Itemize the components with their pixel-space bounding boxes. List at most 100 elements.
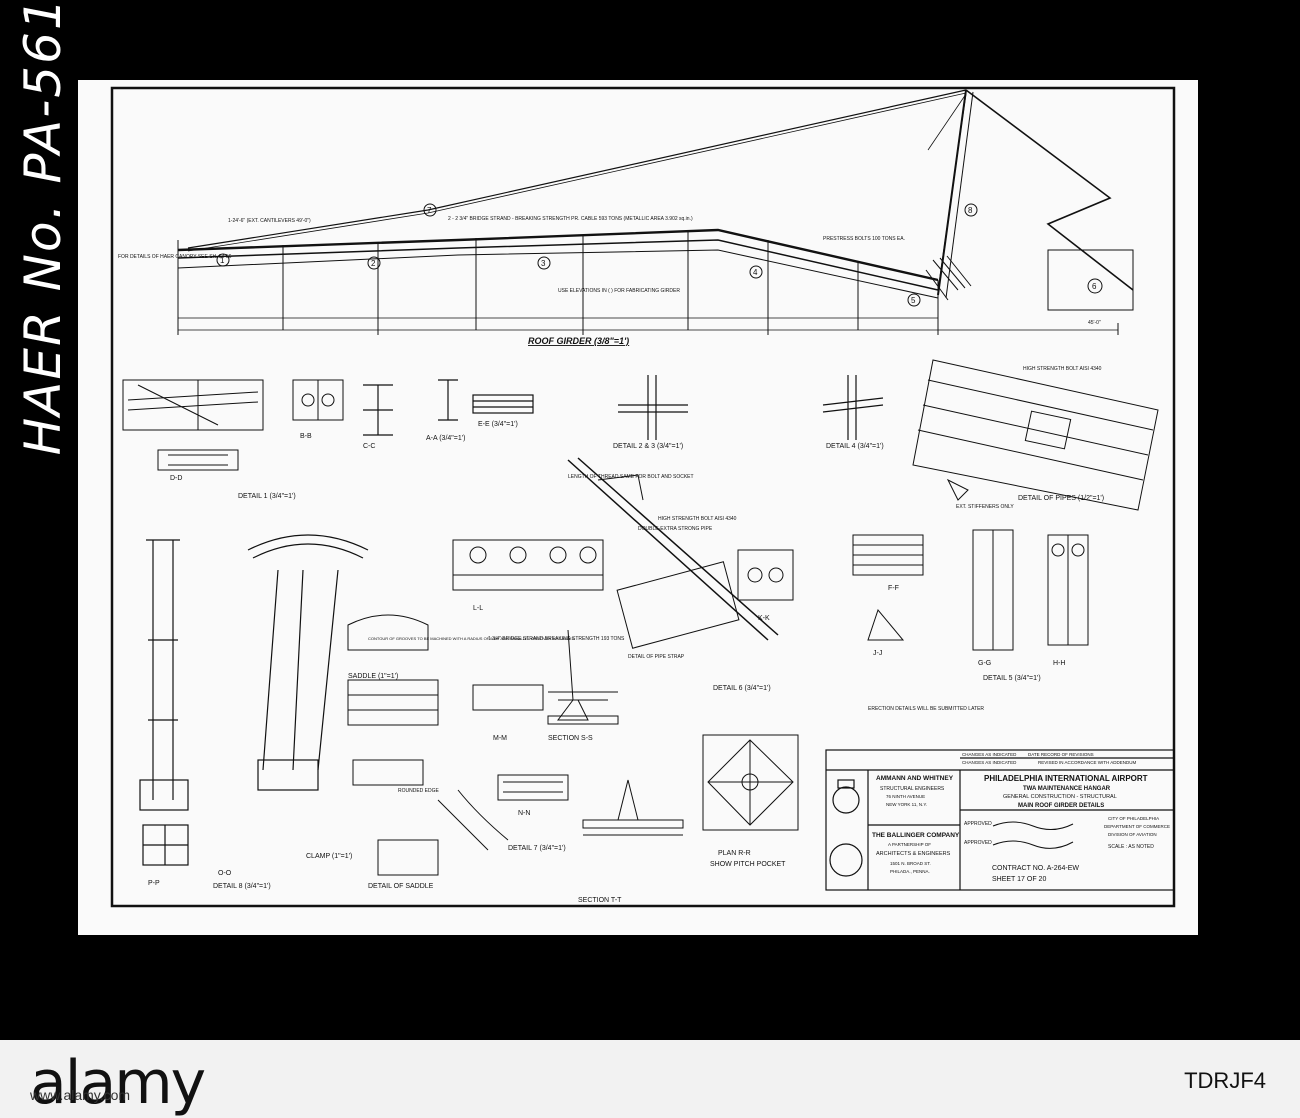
drawing-sheet: 1 2 3 4 5 6 7 8 2 - 2 3/4" BRIDGE STRAND… [78,80,1198,935]
row3-labels: LENGTH OF THREAD SAME FOR BOLT AND SOCKE… [148,474,1065,904]
label-detail-4: DETAIL 4 (3/4"=1') [826,443,884,450]
signature-1 [992,821,1074,830]
watermark-logo: alamy [30,1048,206,1118]
discipline: GENERAL CONSTRUCTION - STRUCTURAL [1003,794,1117,800]
label-bb: B-B [300,433,312,440]
engineer-role: STRUCTURAL ENGINEERS [880,786,945,792]
cantilever-note: 1-24'-6" (EXT. CANTILEVERS 49'-0") [228,218,311,224]
label-pitch-pocket: SHOW PITCH POCKET [710,861,786,868]
detail-7-saddle-drawing [247,534,369,791]
girder-node-labels: 1 2 3 4 5 6 7 8 [220,206,1097,305]
section-ss-mm-drawing [472,629,619,725]
scale-note: SCALE : AS NOTED [1108,844,1154,850]
label-strand-note: 1 3/4" BRIDGE STRAND BREAKING STRENGTH 1… [488,636,625,642]
label-plan-rr: PLAN R-R [718,850,751,857]
engineer-name: AMMANN AND WHITNEY [876,775,954,782]
division-name: DIVISION OF AVIATION [1108,832,1157,837]
label-detail-6: DETAIL 6 (3/4"=1') [713,685,771,692]
label-tt: SECTION T-T [578,897,622,904]
label-jj: J-J [873,650,882,657]
department-name: DEPARTMENT OF COMMERCE [1104,824,1170,829]
sheet-title: MAIN ROOF GIRDER DETAILS [1018,803,1104,809]
label-gg: G-G [978,660,991,667]
revision-3: REVISED IN ACCORDANCE WITH ADDENDUM [1038,760,1137,765]
architect-role: ARCHITECTS & ENGINEERS [876,851,951,857]
label-detail-pipes: DETAIL OF PIPES (1/2"=1') [1018,495,1104,502]
building-name: TWA MAINTENANCE HANGAR [1023,786,1111,792]
label-detail-7: DETAIL 7 (3/4"=1') [508,845,566,852]
engineer-address-1: 76 NINTH AVENUE [886,794,925,799]
label-ext-stiffeners: EXT. STIFFENERS ONLY [956,504,1014,510]
city-name: CITY OF PHILADELPHIA [1108,816,1159,821]
label-ee: E-E (3/4"=1') [478,421,518,428]
contract-number: CONTRACT NO. A-264-EW [992,865,1079,872]
sheet-number: SHEET 17 OF 20 [992,876,1046,883]
sheet-border [110,86,1176,908]
architect-sub: A PARTNERSHIP OF [888,842,931,847]
label-cc: C-C [363,443,375,450]
label-detail-saddle: DETAIL OF SADDLE [368,883,434,890]
node-1: 1 [220,256,225,265]
label-pipe-strap: DETAIL OF PIPE STRAP [628,654,685,660]
node-5: 5 [911,296,916,305]
label-dd: D-D [170,475,182,482]
title-block [825,749,1175,891]
label-oo: O-O [218,870,232,877]
signature-2 [992,840,1074,849]
label-nn: N-N [518,810,530,817]
watermark-image-id: TDRJF4 [1184,1068,1266,1093]
title-block-text: CHANGES AS INDICATED CHANGES AS INDICATE… [872,752,1170,883]
label-thread-note: LENGTH OF THREAD SAME FOR BOLT AND SOCKE… [568,474,694,480]
label-double-pipe: DOUBLE-EXTRA STRONG PIPE [638,526,713,532]
section-ll-drawing [452,539,604,591]
architect-name: THE BALLINGER COMPANY [872,832,960,839]
detail-4-drawing [822,375,884,440]
detail-1-drawing [122,379,264,471]
detail-8-drawing [139,539,189,866]
section-aa-drawing [438,379,534,421]
label-detail6-bolt: HIGH STRENGTH BOLT AISI 4340 [658,516,737,522]
detail-pipes-drawing [912,359,1159,511]
bottom-dimension: 45'-0" [1088,320,1101,326]
watermark-url: www.alamy.com [30,1087,131,1103]
section-tt-drawing [582,779,684,836]
node-2: 2 [371,259,376,268]
label-ll: L-L [473,605,483,612]
approved-label-2: APPROVED [964,840,992,846]
label-erection-note: ERECTION DETAILS WILL BE SUBMITTED LATER [868,706,984,712]
node-6: 6 [1092,282,1097,291]
blueprint-drawing: 1 2 3 4 5 6 7 8 2 - 2 3/4" BRIDGE STRAND… [110,86,1176,908]
architect-address-2: PHILADA., PENNA. [890,869,930,874]
label-detail-5: DETAIL 5 (3/4"=1') [983,675,1041,682]
watermark-bar: alamy TDRJF4 www.alamy.com [0,1040,1300,1118]
revision-2: CHANGES AS INDICATED [962,760,1017,765]
project-name: PHILADELPHIA INTERNATIONAL AIRPORT [984,774,1148,783]
node-3: 3 [541,259,546,268]
label-rounded-edge: ROUNDED EDGE [398,788,440,794]
label-kk: K-K [758,615,770,622]
revision-1: CHANGES AS INDICATED [962,752,1017,757]
approved-label-1: APPROVED [964,821,992,827]
roof-girder-title: ROOF GIRDER (3/8"=1') [528,336,629,346]
plan-rr-drawing [702,734,799,831]
detail-6-drawing [567,457,794,649]
label-aa: A-A (3/4"=1') [426,435,465,442]
label-saddle: SADDLE (1"=1') [348,673,398,680]
canopy-note: FOR DETAILS OF HAER CANOPY SEE SH. 54 56 [118,254,232,260]
clamp-drawing [377,789,509,876]
roof-girder-elevation [177,89,1134,335]
haer-stamp: HAER No. PA-561-33 [14,0,72,456]
detail-23-drawing [618,375,688,440]
revision-header: DATE RECORD OF REVISIONS [1028,752,1094,757]
elevations-note: USE ELEVATIONS IN ( ) FOR FABRICATING GI… [558,288,680,294]
label-detail-1: DETAIL 1 (3/4"=1') [238,493,296,500]
label-hh: H-H [1053,660,1065,667]
label-detail-23: DETAIL 2 & 3 (3/4"=1') [613,443,683,450]
section-bb-drawing [292,379,344,421]
section-cc-drawing [363,384,393,436]
node-4: 4 [753,268,758,277]
label-grooves-note: CONTOUR OF GROOVES TO BE MACHINED WITH A… [368,636,575,641]
label-detail-8: DETAIL 8 (3/4"=1') [213,883,271,890]
cable-note: 2 - 2 3/4" BRIDGE STRAND - BREAKING STRE… [448,216,693,222]
label-pipes-bolt: HIGH STRENGTH BOLT AISI 4340 [1023,366,1102,372]
